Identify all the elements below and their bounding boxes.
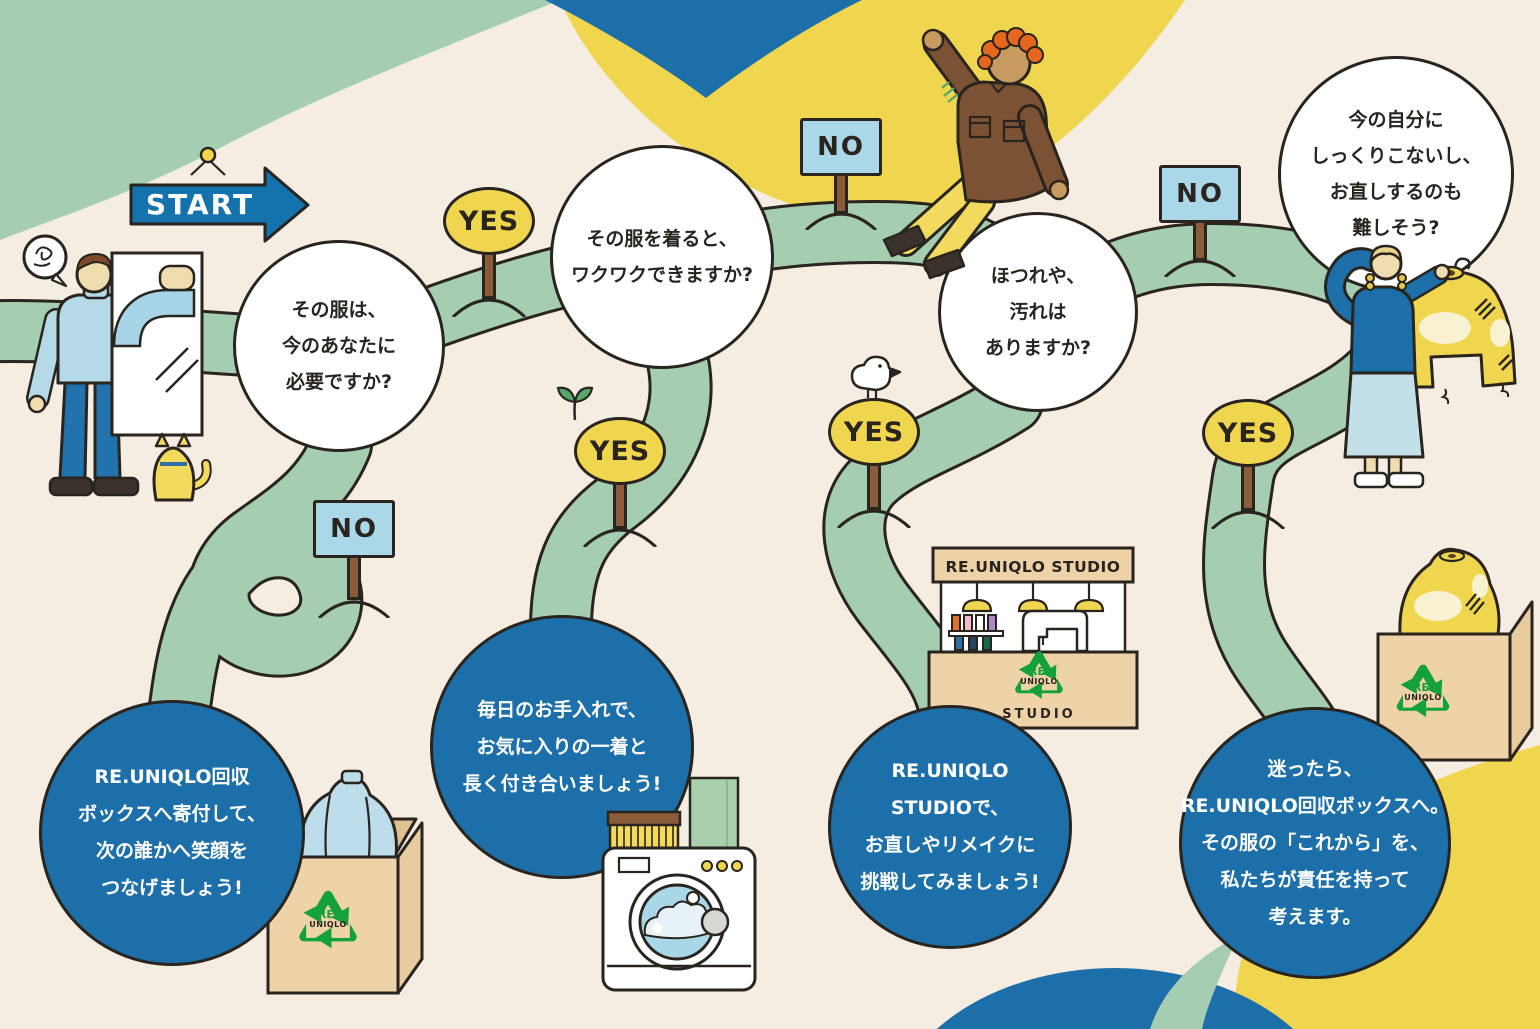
thought-bubble-icon bbox=[22, 234, 68, 288]
answer-line: 考えます。 bbox=[1268, 905, 1362, 928]
no-sign-3: NO bbox=[1159, 165, 1241, 277]
bird-icon bbox=[850, 355, 902, 398]
hanger-icon bbox=[1453, 257, 1471, 272]
sign-post bbox=[1193, 217, 1207, 261]
recycle-logo-text: RE. UNIQLO bbox=[1404, 681, 1442, 702]
yes-sign-label: YES bbox=[1202, 399, 1294, 467]
thread-spools-icon bbox=[948, 614, 1004, 651]
start-arrow-icon bbox=[129, 146, 310, 243]
detergent-bottle-icon bbox=[688, 776, 740, 852]
question-line: 必要ですか? bbox=[285, 371, 393, 393]
answer-line: RE.UNIQLO回収 bbox=[94, 766, 250, 788]
answer-line: 迷ったら、 bbox=[1267, 757, 1363, 780]
answer-line: お直しやリメイクに bbox=[864, 834, 1036, 856]
answer-line: 私たちが責任を持って bbox=[1220, 868, 1410, 891]
recycle-logo-text: RE. UNIQLO bbox=[309, 908, 347, 929]
question-line: ほつれや、 bbox=[990, 265, 1086, 287]
studio-header-label: RE.UNIQLO STUDIO bbox=[945, 558, 1121, 576]
sign-mound bbox=[317, 600, 391, 618]
woman-with-jacket-illustration bbox=[1324, 244, 1517, 489]
question-line: その服は、 bbox=[291, 299, 387, 321]
no-sign-label: NO bbox=[1159, 165, 1241, 223]
sign-mound bbox=[1163, 259, 1237, 277]
curly-hair-icon bbox=[977, 27, 1044, 70]
no-sign-label: NO bbox=[313, 500, 395, 558]
answer-line: 長く付き合いましょう! bbox=[462, 772, 662, 795]
yes-sign-label: YES bbox=[574, 417, 666, 485]
answer-1-bubble: RE.UNIQLO回収 ボックスへ寄付して、 次の誰かへ笑顔を つなげましょう! bbox=[39, 700, 305, 966]
braid-beads-icon bbox=[1365, 273, 1407, 291]
fray-icon bbox=[941, 81, 959, 103]
sign-post bbox=[347, 552, 361, 600]
question-line: ありますか? bbox=[984, 337, 1092, 359]
answer-line: つなげましょう! bbox=[101, 877, 243, 899]
collection-bag-illustration bbox=[1376, 547, 1534, 762]
pendant-lamp-icon bbox=[961, 582, 1105, 613]
sign-mound bbox=[1210, 510, 1286, 529]
yes-sign-label: YES bbox=[443, 187, 535, 255]
recycle-logo-text: RE. UNIQLO bbox=[1020, 665, 1058, 686]
reuniqlo-studio-stand bbox=[927, 546, 1139, 730]
washer-door-icon bbox=[628, 873, 730, 971]
answer-2-bubble: 毎日のお手入れで、 お気に入りの一着と 長く付き合いましょう! bbox=[430, 615, 694, 879]
question-line: 今のあなたに bbox=[281, 335, 396, 357]
answer-line: 次の誰かへ笑顔を bbox=[95, 840, 248, 862]
blue-wedge-top bbox=[545, 0, 862, 98]
start-sign: START bbox=[125, 145, 315, 247]
sign-post bbox=[834, 170, 848, 214]
yes-sign-3: YES bbox=[828, 398, 920, 528]
sewing-machine-icon bbox=[1021, 609, 1089, 653]
answer-line: その服の「これから」を、 bbox=[1200, 831, 1429, 854]
yellow-garment-icon bbox=[1398, 547, 1501, 636]
start-sign-label: START bbox=[145, 188, 255, 221]
answer-line: ボックスへ寄付して、 bbox=[78, 803, 266, 825]
sign-mound bbox=[451, 298, 527, 317]
studio-base-label: STUDIO bbox=[1002, 707, 1076, 722]
question-2-bubble: その服を着ると、 ワクワクできますか? bbox=[550, 145, 774, 369]
answer-3-bubble: RE.UNIQLO STUDIOで、 お直しやリメイクに 挑戦してみましょう! bbox=[828, 705, 1072, 949]
yes-sign-4: YES bbox=[1202, 399, 1294, 529]
yes-sign-2: YES bbox=[574, 417, 666, 547]
question-3-bubble: ほつれや、 汚れは ありますか? bbox=[938, 212, 1138, 412]
yes-sign-1: YES bbox=[443, 187, 535, 317]
answer-4-bubble: 迷ったら、 RE.UNIQLO回収ボックスへ。 その服の「これから」を、 私たち… bbox=[1179, 707, 1451, 979]
green-blob-top-left bbox=[0, 0, 560, 240]
sitting-man-illustration bbox=[882, 27, 1070, 280]
answer-line: RE.UNIQLO回収ボックスへ。 bbox=[1180, 794, 1450, 817]
question-line: ワクワクできますか? bbox=[570, 264, 754, 286]
no-sign-1: NO bbox=[313, 500, 395, 618]
question-line: その服を着ると、 bbox=[586, 228, 738, 250]
cat-icon bbox=[152, 432, 212, 502]
blue-garment-icon bbox=[298, 769, 398, 859]
sign-mound bbox=[836, 509, 912, 528]
question-line: 汚れは bbox=[1009, 301, 1067, 323]
no-sign-2: NO bbox=[800, 118, 882, 230]
question-line: しっくりこないし、 bbox=[1310, 145, 1482, 167]
washing-machine-illustration bbox=[601, 776, 757, 992]
answer-line: お気に入りの一着と bbox=[476, 735, 648, 758]
mirror-icon bbox=[110, 251, 204, 437]
question-line: 難しそう? bbox=[1352, 217, 1440, 239]
question-line: お直しするのも bbox=[1329, 181, 1463, 203]
sign-mound bbox=[804, 212, 878, 230]
mirror-person-illustration bbox=[22, 234, 212, 502]
answer-line: 挑戦してみましょう! bbox=[860, 871, 1040, 893]
sign-mound bbox=[582, 528, 658, 547]
yes-sign-label: YES bbox=[828, 398, 920, 466]
laundry-brush-icon bbox=[606, 810, 682, 852]
no-sign-label: NO bbox=[800, 118, 882, 176]
green-wedge-bottom bbox=[1150, 936, 1238, 1029]
question-1-bubble: その服は、 今のあなたに 必要ですか? bbox=[233, 240, 445, 452]
answer-line: STUDIOで、 bbox=[890, 797, 1010, 819]
answer-line: 毎日のお手入れで、 bbox=[477, 698, 647, 721]
question-line: 今の自分に bbox=[1348, 109, 1444, 131]
sprout-icon bbox=[556, 386, 594, 421]
answer-line: RE.UNIQLO bbox=[891, 760, 1009, 782]
